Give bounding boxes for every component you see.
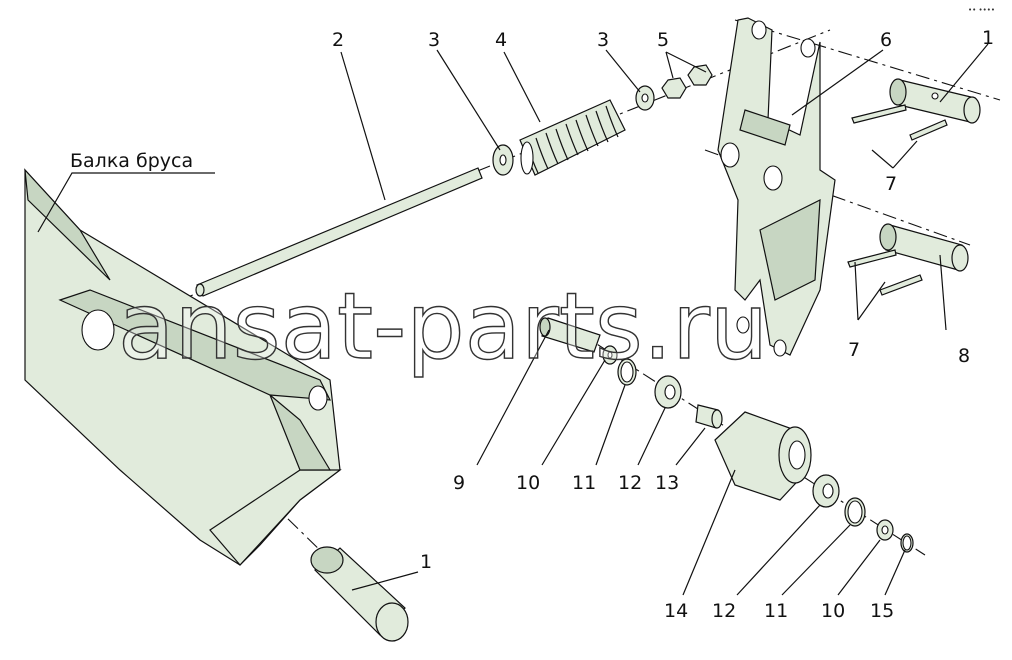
- cotter-pins-upper-part: [851, 104, 948, 141]
- callout-5: 5: [657, 29, 669, 51]
- pin-9-part: [539, 317, 601, 353]
- callout-12-lower: 12: [712, 600, 736, 622]
- beam-label: Балка бруса: [70, 150, 193, 172]
- callout-3a: 3: [428, 29, 440, 51]
- callout-11-lower: 11: [764, 600, 788, 622]
- spring-part: [519, 99, 626, 176]
- callout-6: 6: [880, 29, 892, 51]
- watermark-text: ansat-parts.ru: [118, 273, 768, 380]
- bushing-12-part: [654, 375, 682, 409]
- nuts-part: [661, 64, 713, 99]
- bracket-part: [717, 17, 836, 357]
- cotter-pins-lower-part: [847, 249, 923, 296]
- washer-right-part: [635, 85, 655, 111]
- washer-10-part: [602, 345, 618, 365]
- ring-11-lower-part: [844, 497, 866, 527]
- callout-4: 4: [495, 29, 507, 51]
- spring-coils: [525, 105, 619, 174]
- callout-14: 14: [664, 600, 688, 622]
- roller-part: [714, 411, 812, 501]
- callout-9: 9: [453, 472, 465, 494]
- callout-13: 13: [655, 472, 679, 494]
- callout-2: 2: [332, 29, 344, 51]
- washer-left-part: [492, 144, 514, 176]
- callout-labels: Балка бруса 2 3 4 3 5 6 1 7 7 8 9 10 11 …: [70, 27, 994, 622]
- rod-part: [195, 167, 483, 297]
- ring-15-part: [900, 533, 914, 553]
- callout-10: 10: [516, 472, 540, 494]
- ring-11-part: [617, 358, 637, 386]
- bushing-12-lower-part: [812, 474, 840, 508]
- callout-10-lower: 10: [821, 600, 845, 622]
- axis-pin-1: [734, 19, 1001, 101]
- callout-1-lower: 1: [420, 551, 432, 573]
- callout-11: 11: [572, 472, 596, 494]
- callout-8: 8: [958, 345, 970, 367]
- sleeve-13-part: [695, 404, 723, 429]
- pin-lower-part: [879, 223, 969, 272]
- corner-mark: •• ••••: [968, 6, 995, 14]
- callout-7-upper: 7: [885, 173, 897, 195]
- washer-10-lower-part: [876, 519, 894, 541]
- callout-15: 15: [870, 600, 894, 622]
- callout-12: 12: [618, 472, 642, 494]
- callout-1-upper: 1: [982, 27, 994, 49]
- pin-upper-part: [889, 78, 981, 124]
- callout-3b: 3: [597, 29, 609, 51]
- callout-7-lower: 7: [848, 339, 860, 361]
- pin-bottom-part: [310, 546, 409, 642]
- leader-lines: [37, 43, 989, 596]
- beam-part: [24, 168, 342, 566]
